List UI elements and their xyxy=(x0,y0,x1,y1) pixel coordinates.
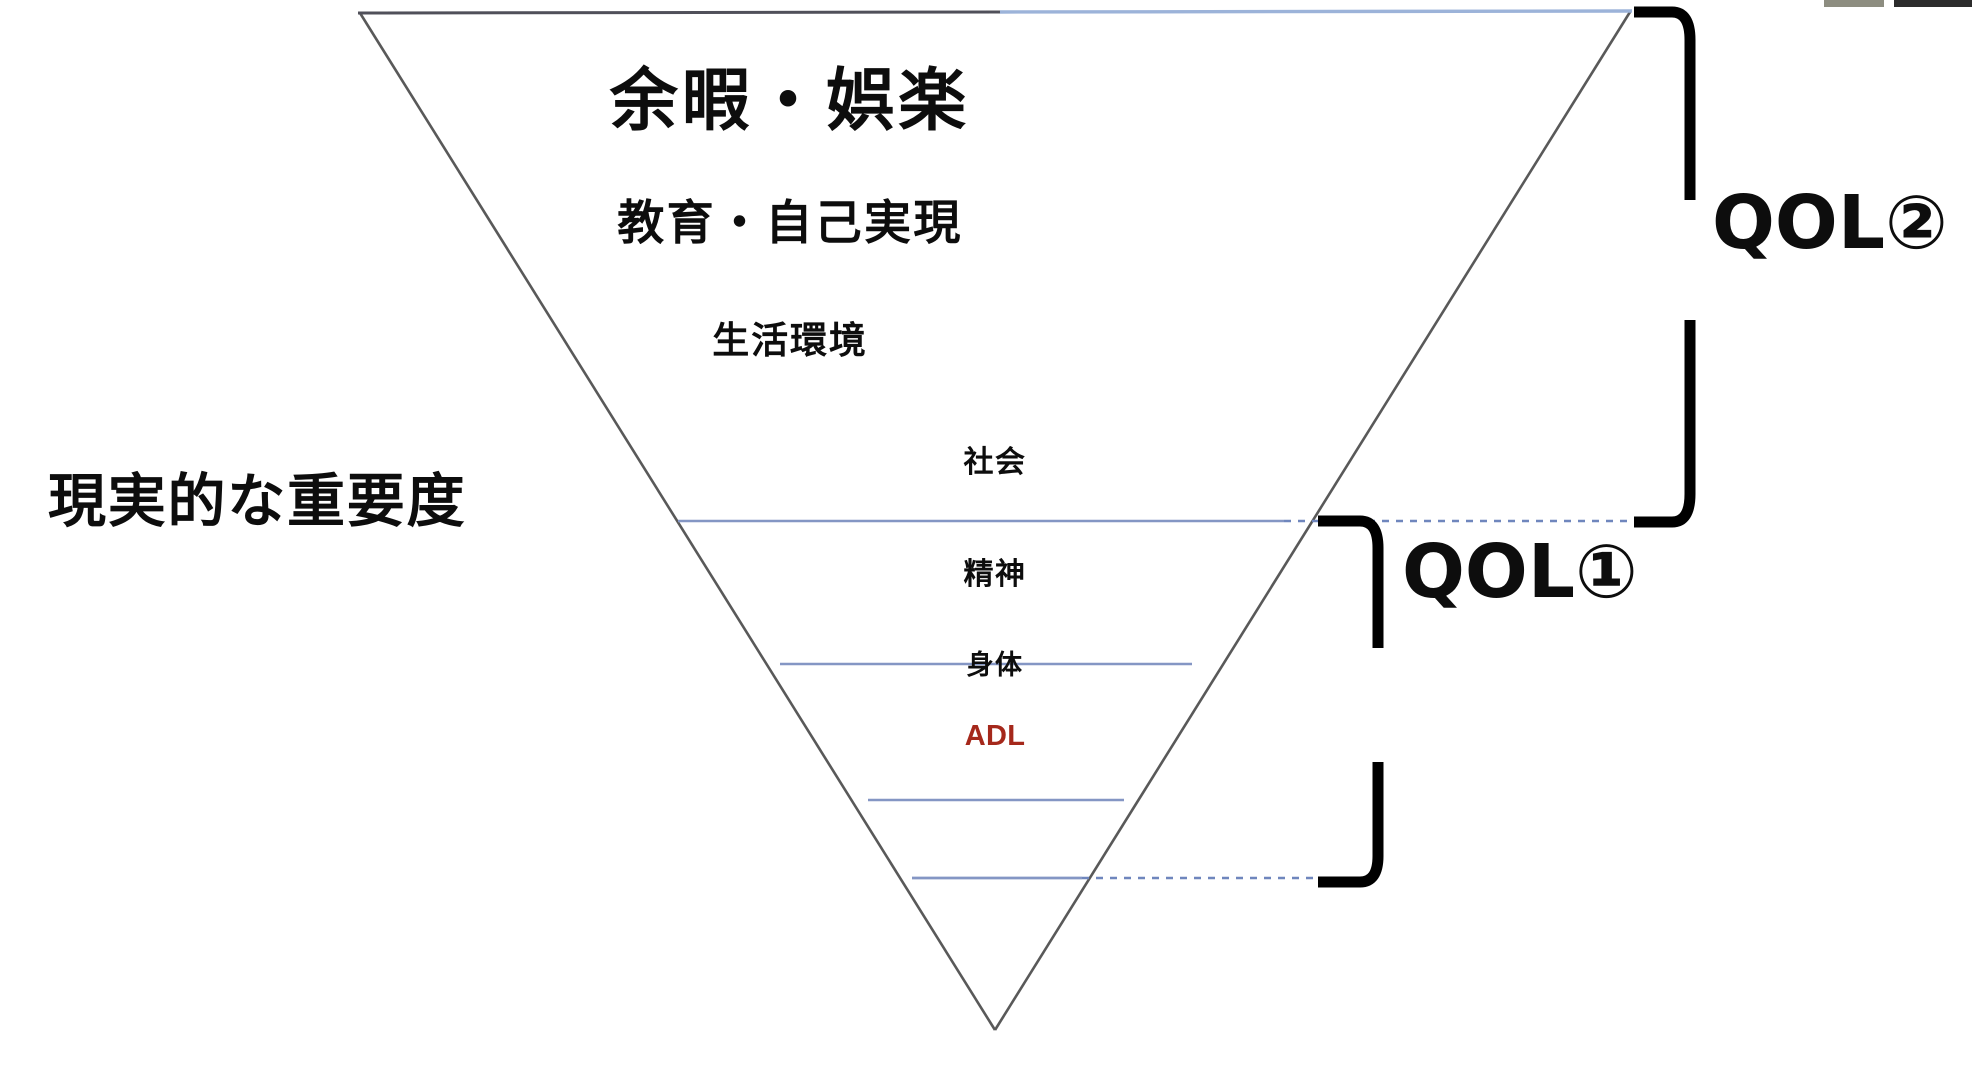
qol2-bracket-lower-arm xyxy=(1634,320,1696,528)
top-right-artifact-left xyxy=(1824,0,1884,7)
triangle-top-edge-right xyxy=(999,9,1633,14)
qol1-bracket-upper-arm xyxy=(1318,515,1384,648)
tier-label-leisure: 余暇・娯楽 xyxy=(609,62,971,141)
tier-label-society: 社会 xyxy=(963,445,1027,480)
qol2-bracket-upper-arm xyxy=(1634,6,1696,200)
triangle-left-edge xyxy=(358,12,997,1031)
bracket-label-qol1: QOL① xyxy=(1402,529,1638,615)
tier-label-physical: 身体 xyxy=(966,650,1024,681)
triangle-top-edge-left xyxy=(357,10,1001,15)
bracket-label-qol2: QOL② xyxy=(1712,180,1948,266)
qol1-bracket-lower-arm xyxy=(1318,762,1384,888)
top-right-artifact-right xyxy=(1894,0,1972,7)
tier-label-adl: ADL xyxy=(964,720,1026,752)
tier-label-living-environment: 生活環境 xyxy=(712,319,868,362)
tier-label-education: 教育・自己実現 xyxy=(617,196,963,251)
left-caption-realistic-importance: 現実的な重要度 xyxy=(48,467,467,535)
tier-label-mental: 精神 xyxy=(963,557,1027,592)
